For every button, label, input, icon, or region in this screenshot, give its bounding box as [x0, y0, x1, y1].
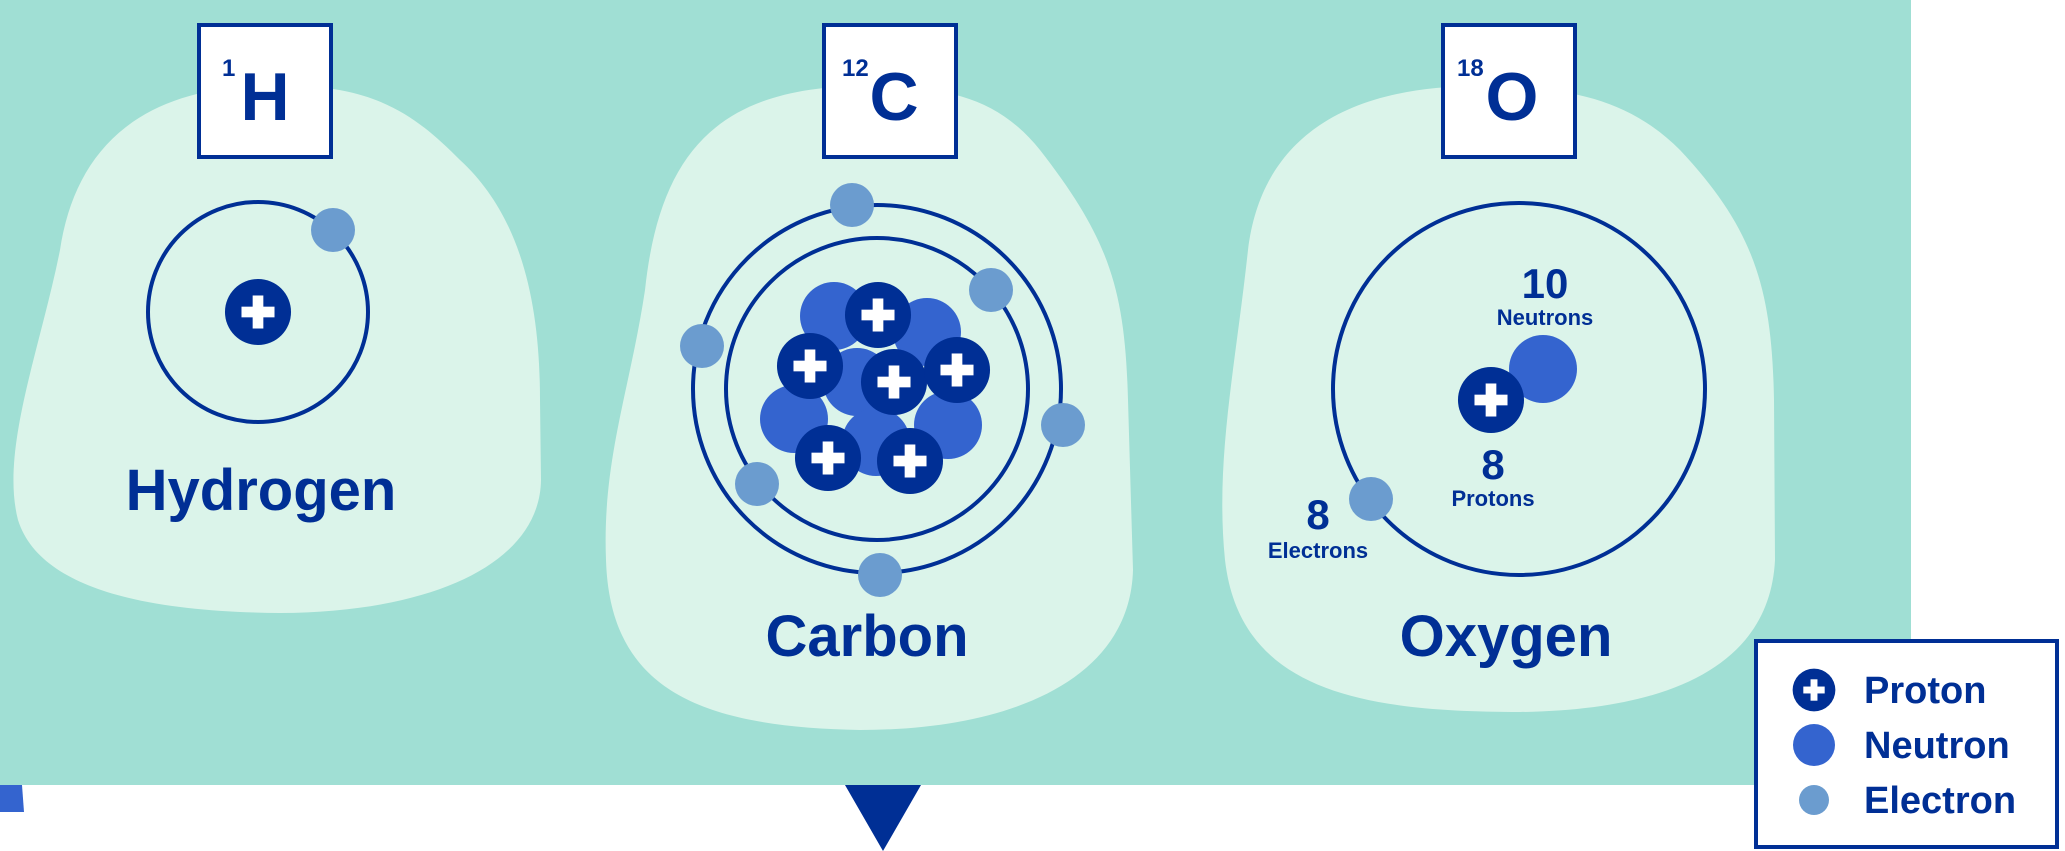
- pointer-arrow: [845, 785, 921, 851]
- hydrogen-electron: [311, 208, 355, 252]
- oxygen-electron: [1349, 477, 1393, 521]
- carbon-proton: [844, 281, 912, 349]
- atom-card-oxygen: 18 O 10 Neutrons 8 Protons 8 Electrons O…: [1222, 23, 1775, 712]
- legend: Proton Neutron Electron: [1754, 639, 2059, 849]
- oxygen-neutron-count: 10: [1522, 260, 1569, 307]
- hydrogen-proton: [224, 278, 292, 346]
- carbon-symbol-box: [822, 23, 958, 159]
- oxygen-proton: [1457, 366, 1525, 434]
- carbon-mass-number: 12: [842, 55, 869, 82]
- oxygen-name: Oxygen: [1400, 604, 1613, 669]
- hydrogen-blob: [13, 85, 542, 614]
- oxygen-neutron: [1509, 335, 1577, 403]
- carbon-proton: [923, 336, 991, 404]
- oxygen-symbol-box: [1441, 23, 1577, 159]
- proton-icon: [1792, 668, 1836, 712]
- hydrogen-name: Hydrogen: [126, 458, 397, 523]
- hydrogen-mass-number: 1: [222, 55, 235, 82]
- oxygen-electron-count: 8: [1306, 491, 1329, 538]
- carbon-proton: [860, 348, 928, 416]
- oxygen-electron-label: Electrons: [1268, 538, 1368, 563]
- carbon-electron: [1041, 403, 1085, 447]
- neutron-icon: [1793, 724, 1835, 766]
- carbon-inner-orbit: [724, 236, 1030, 542]
- oxygen-neutron-label: Neutrons: [1497, 305, 1594, 330]
- legend-label-neutron: Neutron: [1864, 725, 2010, 767]
- atom-card-carbon: 12 C Carbon: [605, 23, 1133, 730]
- hydrogen-orbit: [146, 200, 370, 424]
- carbon-proton: [776, 332, 844, 400]
- carbon-electron: [735, 462, 779, 506]
- carbon-electron: [680, 324, 724, 368]
- carbon-electron: [969, 268, 1013, 312]
- carbon-electron: [830, 183, 874, 227]
- carbon-proton: [794, 424, 862, 492]
- electron-icon: [1799, 785, 1829, 815]
- oxygen-symbol: O: [1486, 59, 1539, 135]
- oxygen-proton-label: Protons: [1451, 486, 1534, 511]
- oxygen-mass-number: 18: [1457, 55, 1484, 82]
- corner-blue-shape: [0, 785, 24, 812]
- carbon-proton: [876, 427, 944, 495]
- legend-label-proton: Proton: [1864, 670, 1986, 712]
- carbon-name: Carbon: [766, 604, 969, 669]
- oxygen-orbit: [1331, 201, 1707, 577]
- carbon-symbol: C: [869, 59, 918, 135]
- hydrogen-symbol: H: [240, 59, 289, 135]
- atom-card-hydrogen: 1 H Hydrogen: [13, 23, 542, 614]
- oxygen-proton-count: 8: [1481, 441, 1504, 488]
- hydrogen-symbol-box: [197, 23, 333, 159]
- carbon-electron: [858, 553, 902, 597]
- legend-label-electron: Electron: [1864, 780, 2016, 822]
